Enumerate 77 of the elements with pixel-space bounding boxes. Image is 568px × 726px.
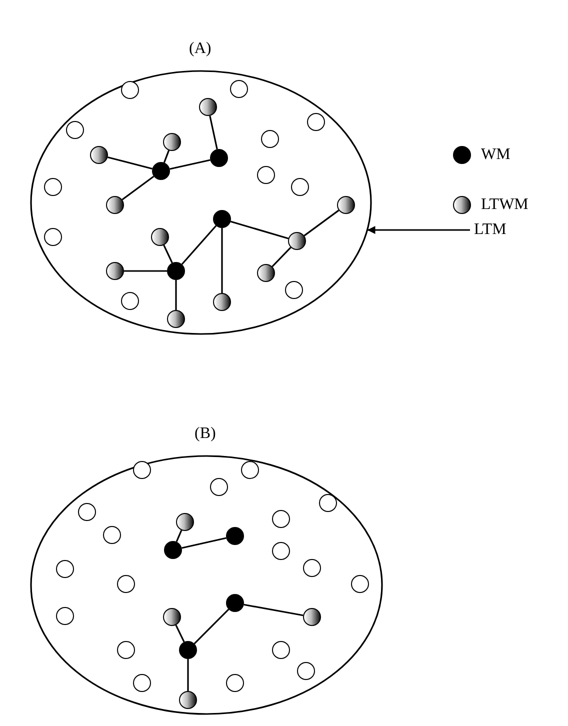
legend-label: WM bbox=[481, 146, 510, 164]
connector-line bbox=[108, 156, 152, 170]
filled-circle bbox=[210, 149, 228, 167]
filled-circle bbox=[164, 541, 182, 559]
connector-line bbox=[163, 244, 173, 264]
empty-circle bbox=[307, 113, 325, 131]
legend-label: LTWM bbox=[481, 196, 528, 214]
connector-line bbox=[176, 530, 182, 542]
empty-circle bbox=[261, 130, 279, 148]
empty-circle bbox=[241, 461, 259, 479]
label-text: LTM bbox=[474, 221, 506, 239]
empty-circle bbox=[319, 494, 337, 512]
shaded-circle bbox=[163, 608, 181, 626]
empty-circle bbox=[117, 575, 135, 593]
empty-circle bbox=[210, 478, 228, 496]
shaded-circle bbox=[213, 293, 231, 311]
empty-circle bbox=[56, 560, 74, 578]
shaded-circle bbox=[257, 264, 275, 282]
connector-line bbox=[244, 604, 304, 616]
empty-circle bbox=[133, 461, 151, 479]
filled-circle bbox=[167, 262, 185, 280]
connector-line bbox=[163, 150, 170, 163]
filled-circle bbox=[179, 641, 197, 659]
shaded-circle bbox=[199, 98, 217, 116]
connector-line bbox=[182, 537, 226, 549]
empty-circle bbox=[78, 503, 96, 521]
shaded-circle bbox=[90, 146, 108, 164]
connector-line bbox=[181, 225, 217, 265]
shaded-circle bbox=[176, 513, 194, 531]
filled-circle bbox=[226, 594, 244, 612]
connector-line bbox=[170, 159, 210, 170]
filled-circle bbox=[226, 527, 244, 545]
empty-circle bbox=[257, 166, 275, 184]
arrow bbox=[367, 226, 470, 234]
empty-circle bbox=[117, 641, 135, 659]
empty-circle bbox=[133, 674, 151, 692]
empty-circle bbox=[272, 510, 290, 528]
connector-line bbox=[230, 220, 289, 240]
filled-circle bbox=[213, 210, 231, 228]
shaded-circle bbox=[106, 196, 124, 214]
connector-line bbox=[122, 176, 154, 200]
shaded-circle bbox=[151, 228, 169, 246]
connector-line bbox=[175, 624, 185, 642]
empty-circle bbox=[272, 542, 290, 560]
empty-circle bbox=[291, 178, 309, 196]
empty-circle bbox=[121, 81, 139, 99]
connector-line bbox=[194, 608, 230, 644]
connector-line bbox=[272, 246, 292, 268]
empty-circle bbox=[121, 292, 139, 310]
filled-circle bbox=[152, 162, 170, 180]
shaded-circle bbox=[106, 262, 124, 280]
empty-circle bbox=[351, 575, 369, 593]
empty-circle bbox=[66, 121, 84, 139]
connector-line bbox=[221, 228, 223, 293]
shaded-circle bbox=[163, 133, 181, 151]
connector-line bbox=[209, 116, 218, 150]
empty-circle bbox=[230, 80, 248, 98]
shaded-circle bbox=[288, 232, 306, 250]
empty-circle bbox=[103, 526, 121, 544]
empty-circle bbox=[56, 607, 74, 625]
panel-heading: (B) bbox=[194, 425, 216, 443]
shaded-circle bbox=[167, 310, 185, 328]
panel-heading: (A) bbox=[189, 40, 212, 58]
empty-circle bbox=[44, 228, 62, 246]
connector-line bbox=[175, 280, 177, 310]
connector-line bbox=[124, 270, 167, 272]
shaded-circle bbox=[337, 196, 355, 214]
empty-circle bbox=[285, 281, 303, 299]
connector-line bbox=[187, 659, 189, 691]
empty-circle bbox=[44, 178, 62, 196]
empty-circle bbox=[272, 641, 290, 659]
shaded-circle bbox=[179, 691, 197, 709]
connector-line bbox=[304, 210, 340, 236]
empty-circle bbox=[303, 559, 321, 577]
empty-circle bbox=[297, 662, 315, 680]
empty-circle bbox=[226, 674, 244, 692]
shaded-circle bbox=[303, 608, 321, 626]
